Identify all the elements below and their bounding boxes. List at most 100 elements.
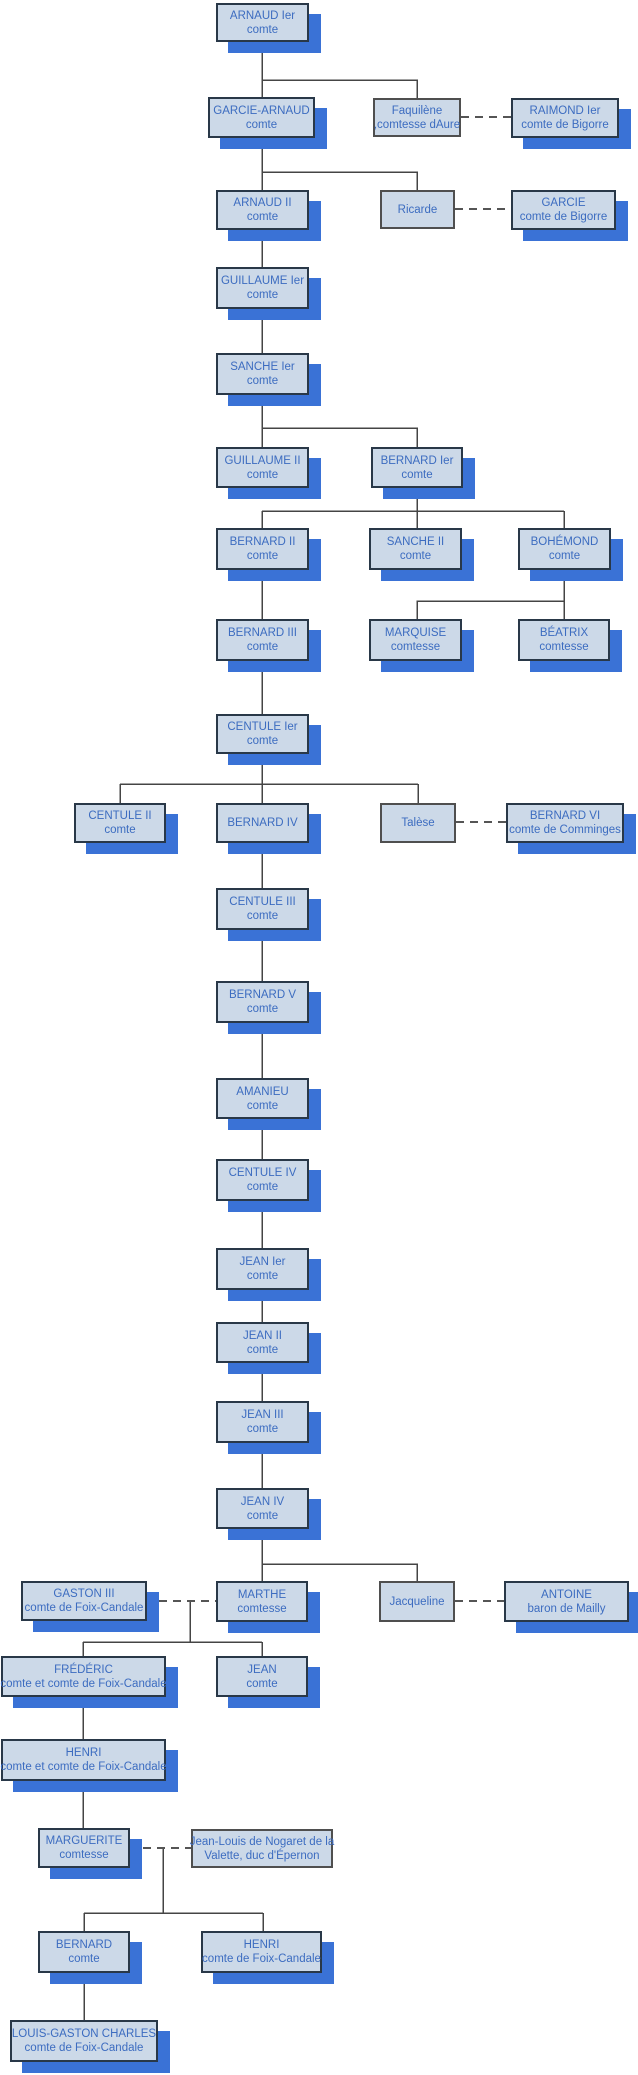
person-title: comte de Bigorre (521, 119, 609, 131)
person-name: CENTULE II (88, 810, 152, 822)
person-title: comte (245, 118, 278, 131)
person-node-sanche-ier[interactable]: SANCHE Ier comte (216, 353, 309, 395)
person-node-raimond-ier[interactable]: RAIMOND Ier comte de Bigorre (511, 98, 619, 138)
person-title: comtesse (539, 641, 589, 653)
person-title: comte (68, 1953, 100, 1965)
person-node-bernard-ier[interactable]: BERNARD Ier comte (371, 447, 463, 488)
person-node-gaston-iii[interactable]: GASTON III comte de Foix-Candale (21, 1581, 147, 1621)
person-title: comte (246, 641, 279, 653)
person-node-arnaud-ier[interactable]: ARNAUD Ier comte (216, 3, 309, 42)
person-title: ,comtesse dAure (373, 118, 461, 131)
person-title: comte (246, 289, 279, 301)
person-node-louis-gaston-charles[interactable]: LOUIS-GASTON CHARLES comte de Foix-Canda… (10, 2020, 158, 2062)
person-node-talese[interactable]: Talèse (380, 803, 456, 843)
person-node-garcie[interactable]: GARCIE comte de Bigorre (511, 190, 616, 230)
person-node-jean-ii[interactable]: JEAN II comte (216, 1322, 309, 1363)
person-node-bohemond[interactable]: BOHÉMOND comte (518, 528, 611, 570)
person-title: comte (246, 550, 279, 562)
person-title: comte (246, 1270, 279, 1282)
person-node-arnaud-ii[interactable]: ARNAUD II comte (216, 190, 309, 230)
person-title: comte (246, 375, 279, 387)
person-title: comte et comte de Foix-Candale (0, 1677, 167, 1690)
person-node-ricarde[interactable]: Ricarde (380, 190, 455, 229)
person-title: comte de Foix-Candale (24, 1602, 144, 1614)
person-name: JEAN II (243, 1329, 282, 1342)
person-name: ARNAUD Ier (229, 9, 296, 22)
person-name: ANTOINE (541, 1588, 592, 1601)
person-node-guillaume-ii[interactable]: GUILLAUME II comte (216, 447, 309, 488)
person-title: comte (548, 550, 581, 562)
person-node-marguerite[interactable]: MARGUERITE comtesse (38, 1828, 130, 1868)
person-node-jacqueline[interactable]: Jacqueline (379, 1581, 455, 1622)
person-node-bernard-iv[interactable]: BERNARD IV (216, 803, 309, 843)
person-name: HENRI (65, 1747, 102, 1759)
person-title: comte (246, 1181, 279, 1193)
person-node-jean-ier[interactable]: JEAN Ier comte (216, 1248, 309, 1290)
person-node-centule-iv[interactable]: CENTULE IV comte (216, 1159, 309, 1201)
person-title: comte (246, 1423, 279, 1435)
person-node-bernard-iii[interactable]: BERNARD III comte (216, 619, 309, 661)
person-name: SANCHE Ier (230, 361, 295, 373)
person-title: comte (399, 550, 432, 562)
person-title: comte (246, 23, 279, 36)
person-node-frederic[interactable]: FRÉDÉRIC comte et comte de Foix-Candale (0, 1656, 167, 1697)
person-node-beatrix[interactable]: BÉATRIX comtesse (518, 619, 610, 661)
person-node-bernard-ii[interactable]: BERNARD II comte (216, 528, 309, 570)
person-name: BERNARD (55, 1939, 113, 1951)
person-node-garcie-arnaud[interactable]: GARCIE-ARNAUD comte (208, 97, 315, 138)
person-name: MARTHE (237, 1588, 287, 1601)
person-name: Faquilène (391, 104, 443, 117)
person-node-marthe[interactable]: MARTHE comtesse (216, 1581, 308, 1622)
person-name: HENRI (243, 1939, 280, 1951)
person-title: comte (104, 824, 136, 836)
person-node-antoine[interactable]: ANTOINE baron de Mailly (504, 1581, 629, 1622)
person-node-henri-1[interactable]: HENRI comte et comte de Foix-Candale (0, 1739, 167, 1781)
person-node-centule-iii[interactable]: CENTULE III comte (216, 888, 309, 930)
person-node-centule-ii[interactable]: CENTULE II comte (74, 803, 166, 843)
person-node-amanieu[interactable]: AMANIEU comte (216, 1078, 309, 1119)
person-node-bernard[interactable]: BERNARD comte (38, 1931, 130, 1973)
marriage-dashed-lines (143, 116, 511, 1849)
person-title: comte (246, 468, 279, 481)
person-title: comte (246, 910, 279, 922)
person-name: Jacqueline (389, 1595, 445, 1608)
person-name: GARCIE (541, 197, 586, 209)
person-node-jean[interactable]: JEAN comte (216, 1656, 308, 1697)
person-title: comte (246, 1343, 279, 1356)
person-title: comte et comte de Foix-Candale (0, 1761, 167, 1773)
person-name: GASTON III (53, 1588, 115, 1600)
person-title: comtesse (390, 641, 441, 653)
person-name: BERNARD Ier (380, 454, 454, 467)
person-name: RAIMOND Ier (529, 105, 601, 117)
person-name: Ricarde (397, 203, 438, 216)
person-node-henri-2[interactable]: HENRI comte de Foix-Candale (201, 1931, 322, 1973)
person-node-bernard-v[interactable]: BERNARD V comte (216, 981, 309, 1023)
person-node-sanche-ii[interactable]: SANCHE II comte (369, 528, 462, 570)
person-node-jean-louis-nogaret[interactable]: Jean-Louis de Nogaret de la Valette, duc… (190, 1829, 334, 1868)
person-name: BÉATRIX (539, 627, 589, 639)
person-node-jean-iii[interactable]: JEAN III comte (216, 1401, 309, 1443)
person-node-jean-iv[interactable]: JEAN IV comte (216, 1488, 309, 1529)
person-name: JEAN III (241, 1409, 284, 1421)
person-node-centule-ier[interactable]: CENTULE Ier comte (216, 714, 309, 754)
person-title: comte de Comminges (509, 824, 621, 836)
person-name: GUILLAUME Ier (220, 275, 305, 287)
person-title: comtesse (59, 1849, 109, 1861)
person-name: JEAN (247, 1663, 277, 1676)
person-name: BERNARD III (227, 627, 297, 639)
person-title: comte (401, 468, 433, 481)
person-title: comte (246, 1677, 278, 1690)
person-name: BERNARD II (229, 536, 296, 548)
descent-lines (82, 42, 565, 2020)
person-node-bernard-vi[interactable]: BERNARD VI comte de Comminges (506, 803, 624, 843)
person-name: CENTULE III (229, 896, 296, 908)
person-node-faquilene[interactable]: Faquilène ,comtesse dAure (373, 98, 461, 137)
person-name: MARQUISE (384, 627, 447, 639)
person-node-guillaume-ier[interactable]: GUILLAUME Ier comte (216, 267, 309, 309)
person-title: comte de Foix-Candale (24, 2042, 144, 2054)
person-name: AMANIEU (236, 1085, 289, 1098)
person-name: Talèse (401, 817, 435, 829)
person-node-marquise[interactable]: MARQUISE comtesse (369, 619, 462, 661)
